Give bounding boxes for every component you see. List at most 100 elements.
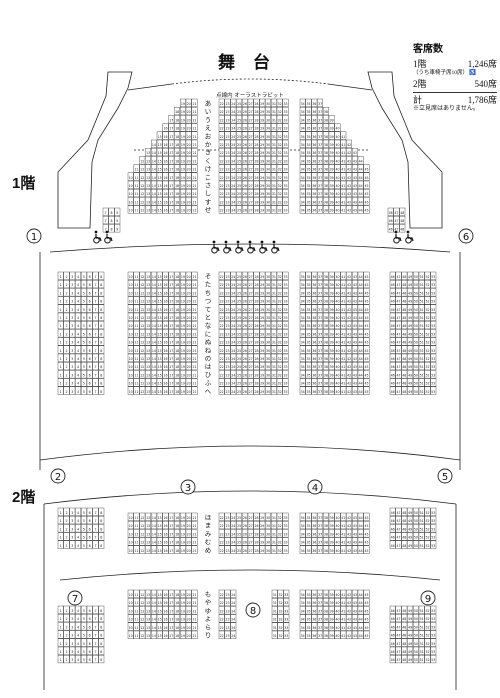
seat bbox=[253, 180, 260, 189]
seat-number: 11 bbox=[134, 192, 138, 196]
seat-number: 4 bbox=[77, 316, 79, 320]
seat-number: 38 bbox=[324, 316, 328, 320]
seat-number: 15 bbox=[158, 532, 162, 536]
seat bbox=[265, 123, 271, 132]
seat-number: 50 bbox=[414, 390, 418, 394]
seat bbox=[191, 188, 198, 198]
seat-number: 29 bbox=[260, 118, 264, 122]
seat bbox=[191, 131, 198, 140]
seat bbox=[179, 304, 186, 313]
seat-number: 17 bbox=[169, 626, 173, 630]
seat-number: 50 bbox=[414, 642, 418, 646]
seat-number: 26 bbox=[243, 143, 247, 147]
seat-number: 39 bbox=[330, 357, 334, 361]
seat bbox=[185, 98, 192, 107]
seat bbox=[265, 188, 271, 198]
seat bbox=[57, 329, 64, 338]
seat-number: 43 bbox=[353, 291, 357, 295]
seat bbox=[63, 386, 70, 395]
seat-number: 8 bbox=[100, 382, 102, 386]
seat-number: 13 bbox=[146, 316, 150, 320]
seat-number: 35 bbox=[306, 382, 310, 386]
seat-number: 37 bbox=[318, 127, 322, 131]
seat bbox=[271, 115, 277, 124]
seat-number: 28 bbox=[254, 151, 258, 155]
seat-number: 12 bbox=[140, 516, 144, 520]
seat-number: 29 bbox=[260, 151, 264, 155]
seat bbox=[168, 156, 175, 165]
seat bbox=[218, 123, 225, 132]
seat-number: 1 bbox=[60, 349, 62, 353]
seat bbox=[80, 337, 87, 346]
seat-number: 12 bbox=[140, 159, 144, 163]
seat-number: 30 bbox=[266, 357, 270, 361]
seat bbox=[352, 188, 358, 198]
seat-number: 40 bbox=[335, 390, 339, 394]
seat-number: 4 bbox=[77, 519, 79, 523]
seat-number: 52 bbox=[425, 519, 429, 523]
seat-number: 43 bbox=[353, 332, 357, 336]
seat-number: 7 bbox=[94, 357, 96, 361]
seat bbox=[139, 205, 146, 214]
seat bbox=[352, 172, 358, 181]
seat bbox=[75, 321, 82, 330]
seat-number: 21 bbox=[192, 365, 196, 369]
row-label: の bbox=[205, 355, 212, 363]
seat-number: 24 bbox=[231, 316, 235, 320]
seat-number: 17 bbox=[169, 516, 173, 520]
seat-number: 11 bbox=[134, 601, 138, 605]
seat-number: 3 bbox=[71, 283, 73, 287]
seat bbox=[139, 288, 146, 297]
seat-number: 15 bbox=[158, 365, 162, 369]
seat-number: 20 bbox=[187, 308, 191, 312]
seat bbox=[317, 98, 323, 107]
seat-number: 41 bbox=[341, 549, 345, 553]
seat-number: 29 bbox=[260, 184, 264, 188]
seat-number: 17 bbox=[169, 209, 173, 213]
seat-number: 39 bbox=[330, 184, 334, 188]
seat-number: 27 bbox=[249, 283, 253, 287]
seat bbox=[139, 164, 146, 173]
seat bbox=[133, 197, 140, 206]
seat-number: 16 bbox=[163, 626, 167, 630]
seat-number: 35 bbox=[306, 634, 310, 638]
seat-number: 13 bbox=[146, 365, 150, 369]
seat-number: 13 bbox=[146, 541, 150, 545]
seat bbox=[259, 115, 266, 124]
seat-number: 15 bbox=[158, 390, 162, 394]
door-number: 8 bbox=[250, 606, 256, 617]
seat-number: 28 bbox=[254, 341, 258, 345]
seat bbox=[174, 123, 180, 132]
seat-number: 48 bbox=[402, 544, 406, 548]
seat bbox=[139, 312, 146, 321]
seat bbox=[145, 304, 151, 313]
seat-number: 28 bbox=[254, 324, 258, 328]
seat-number: 50 bbox=[414, 341, 418, 345]
seat-number: 6 bbox=[89, 373, 91, 377]
seat-number: 29 bbox=[260, 275, 264, 279]
seat bbox=[352, 197, 358, 206]
seat-number: 39 bbox=[330, 373, 334, 377]
seat-number: 16 bbox=[163, 300, 167, 304]
seat-number: 53 bbox=[431, 536, 435, 540]
seat bbox=[334, 164, 341, 173]
seat-number: 5 bbox=[83, 634, 85, 638]
seat-number: 39 bbox=[330, 291, 334, 295]
seat-number: 49 bbox=[408, 642, 412, 646]
seat-number: 14 bbox=[152, 308, 156, 312]
seat-number: 26 bbox=[243, 135, 247, 139]
seat-number: 37 bbox=[318, 110, 322, 114]
seat-number: 46 bbox=[391, 527, 395, 531]
seat-number: 45 bbox=[364, 365, 368, 369]
seat-number: 13 bbox=[146, 151, 150, 155]
seat-number: 25 bbox=[237, 300, 241, 304]
seat-number: 21 bbox=[192, 390, 196, 394]
seat-number: 36 bbox=[312, 308, 316, 312]
seat bbox=[69, 345, 76, 354]
seat-number: 30 bbox=[266, 300, 270, 304]
seat-number: 6 bbox=[89, 650, 91, 654]
seat bbox=[75, 329, 82, 338]
seat-number: 3 bbox=[71, 650, 73, 654]
seat-number: 33 bbox=[283, 168, 287, 172]
